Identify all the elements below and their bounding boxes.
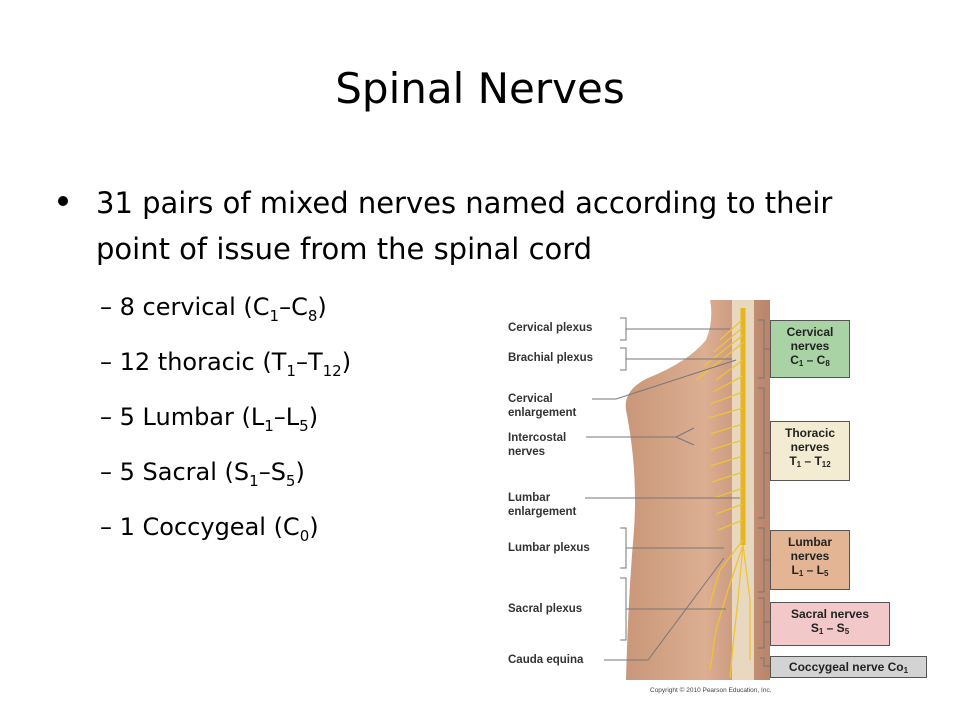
slide-title: Spinal Nerves (335, 64, 625, 113)
label-cauda-equina: Cauda equina (508, 654, 584, 666)
label-lumbar-enlargement-line2: enlargement (508, 506, 577, 518)
label-intercostal-line2: nerves (508, 446, 546, 458)
label-cervical-enlargement-line1: Cervical (508, 393, 553, 405)
right-brackets (758, 319, 770, 667)
sub-item-lumbar: – 5 Lumbar (L1–L5) (100, 403, 319, 435)
label-brachial-plexus: Brachial plexus (508, 352, 594, 364)
sub-item-cervical: – 8 cervical (C1–C8) (100, 293, 327, 325)
sub-item-coccygeal: – 1 Coccygeal (C0) (100, 513, 319, 545)
box-cervical-nerves: Cervical nerves C1 – C8 (770, 320, 850, 378)
label-cervical-plexus: Cervical plexus (508, 322, 593, 334)
label-lumbar-plexus: Lumbar plexus (508, 542, 590, 554)
box-thoracic-nerves: Thoracic nerves T1 – T12 (770, 421, 850, 481)
spinal-nerve-figure: Cervical plexus Brachial plexus Cervical… (488, 300, 933, 700)
nerve-branches (695, 319, 751, 679)
left-leader-lines (585, 317, 740, 661)
back-illustration (585, 300, 770, 680)
label-sacral-plexus: Sacral plexus (508, 603, 583, 615)
label-lumbar-enlargement-line1: Lumbar (508, 492, 551, 504)
box-lumbar-nerves: Lumbar nerves L1 – L5 (770, 530, 850, 590)
box-coccygeal-nerve: Coccygeal nerve Co1 (770, 656, 927, 678)
bullet-text: 31 pairs of mixed nerves named according… (96, 186, 833, 266)
copyright-text: Copyright © 2010 Pearson Education, Inc. (650, 687, 772, 694)
sub-item-thoracic: – 12 thoracic (T1–T12) (100, 348, 352, 380)
bullet-dot-icon (58, 196, 68, 206)
sub-item-sacral: – 5 Sacral (S1–S5) (100, 458, 305, 490)
box-sacral-nerves: Sacral nerves S1 – S5 (770, 602, 890, 646)
label-cervical-enlargement-line2: enlargement (508, 407, 577, 419)
label-intercostal-line1: Intercostal (508, 432, 567, 444)
